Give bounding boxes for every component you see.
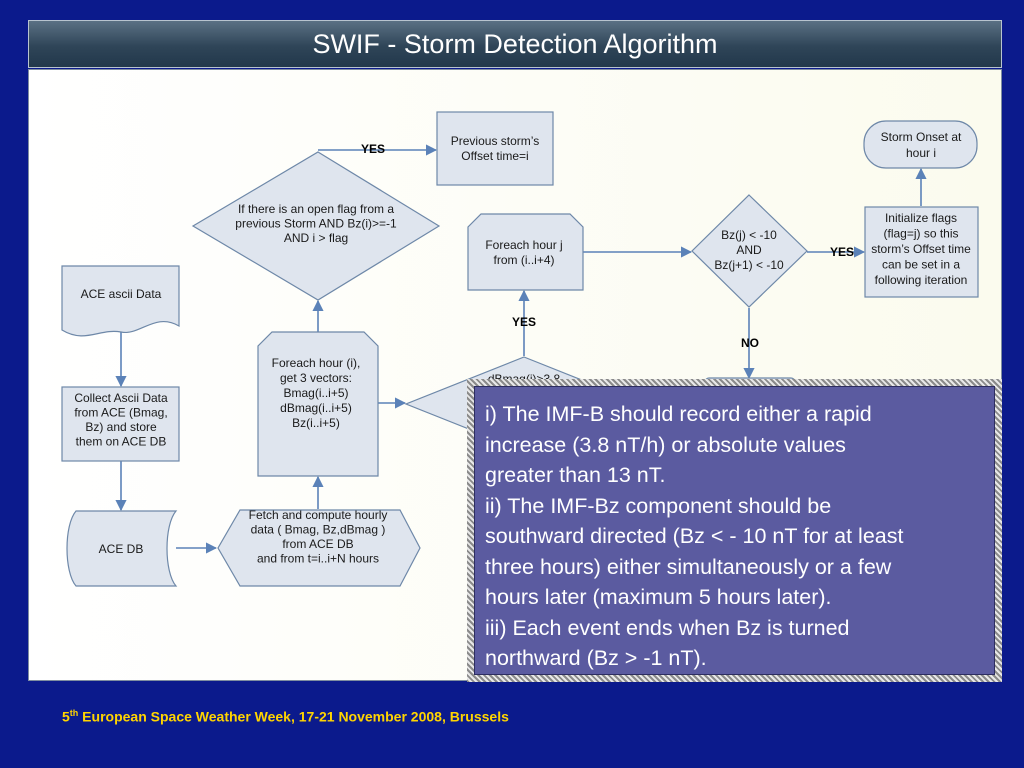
node-fetch-compute xyxy=(217,509,421,587)
node-label-line: Bz(j) < -10 xyxy=(721,228,777,242)
node-label-ace-ascii: ACE ascii Data xyxy=(81,287,162,301)
node-label-line: Initialize flags xyxy=(885,211,957,225)
node-label-line: Bmag(i..i+5) xyxy=(283,386,348,400)
node-label-line: from ACE (Bmag, xyxy=(74,406,167,420)
notes-box: i) The IMF-B should record either a rapi… xyxy=(474,386,995,675)
node-label-line: get 3 vectors: xyxy=(280,371,352,385)
node-label-line: hour i xyxy=(906,146,936,160)
node-label-line: Bz(i..i+5) xyxy=(292,416,340,430)
node-previous-storm xyxy=(436,111,554,186)
node-label-line: Offset time=i xyxy=(461,149,528,163)
footer-superscript: th xyxy=(69,708,79,718)
node-label-line: ACE ascii Data xyxy=(81,287,162,301)
node-label-line: Foreach hour j xyxy=(485,238,562,252)
node-foreach-hour-j xyxy=(467,213,584,291)
node-foreach-hour-i xyxy=(257,331,379,477)
page-title: SWIF - Storm Detection Algorithm xyxy=(312,29,718,59)
node-label-line: them on ACE DB xyxy=(76,435,167,449)
edge-label-no: NO xyxy=(741,336,759,350)
footer-text: European Space Weather Week, 17-21 Novem… xyxy=(78,708,509,725)
node-label-line: previous Storm AND Bz(i)>=-1 xyxy=(235,217,397,231)
node-collect-ascii xyxy=(61,386,180,462)
node-label-line: Collect Ascii Data xyxy=(74,391,168,405)
node-label-line: dBmag(i..i+5) xyxy=(280,401,352,415)
node-label-line: Bz) and store xyxy=(85,420,157,434)
node-label-line: can be set in a xyxy=(882,258,960,272)
node-label-ace-db: ACE DB xyxy=(99,542,144,556)
notes-line: three hours) either simultaneously or a … xyxy=(485,554,892,579)
node-label-line: data ( Bmag, Bz,dBmag ) xyxy=(251,523,386,537)
node-initialize-flags xyxy=(864,206,979,298)
edge-label-yes-right: YES xyxy=(830,245,854,259)
footer: 5th European Space Weather Week, 17-21 N… xyxy=(62,708,509,725)
edge-label-yes-middle: YES xyxy=(512,315,536,329)
node-label-storm-onset: Storm Onset at hour i xyxy=(881,130,962,160)
node-label-line: storm’s Offset time xyxy=(871,242,971,256)
notes-line: greater than 13 nT. xyxy=(485,463,666,487)
node-label-line: Previous storm’s xyxy=(451,134,539,148)
edges xyxy=(115,144,927,554)
node-storm-onset xyxy=(863,120,978,169)
node-label-line: AND xyxy=(736,243,762,257)
notes-line: iii) Each event ends when Bz is turned xyxy=(485,615,850,640)
notes-line: northward (Bz > -1 nT). xyxy=(485,646,707,670)
node-label-line: ACE DB xyxy=(99,542,144,556)
node-label-line: If there is an open flag from a xyxy=(238,202,394,216)
notes-line: ii) The IMF-Bz component should be xyxy=(485,493,832,518)
edge-label-yes-top: YES xyxy=(361,142,385,156)
node-label-line: and from t=i..i+N hours xyxy=(257,552,379,566)
node-bz-decision xyxy=(691,194,808,308)
node-ace-db xyxy=(66,510,178,587)
node-label-line: Bz(j+1) < -10 xyxy=(714,258,784,272)
node-ace-ascii-data xyxy=(61,265,180,337)
notes-line: i) The IMF-B should record either a rapi… xyxy=(485,402,872,426)
node-label-line: (flag=j) so this xyxy=(883,227,958,241)
node-label-line: AND i > flag xyxy=(284,231,348,245)
footer-number: 5 xyxy=(62,708,70,725)
notes-overlay: i) The IMF-B should record either a rapi… xyxy=(467,379,1002,682)
node-label-foreach-i: Foreach hour (i),get 3 vectors:Bmag(i..i… xyxy=(272,356,361,430)
node-label-line: following iteration xyxy=(875,273,968,287)
notes-line: hours later (maximum 5 hours later). xyxy=(485,585,832,609)
title-bar: SWIF - Storm Detection Algorithm xyxy=(28,20,1002,68)
notes-line: increase (3.8 nT/h) or absolute values xyxy=(485,432,846,457)
node-label-line: Fetch and compute hourly xyxy=(249,508,388,522)
node-open-flag-decision xyxy=(191,151,441,301)
notes-line: southward directed (Bz < - 10 nT for at … xyxy=(485,524,904,548)
node-label-line: from ACE DB xyxy=(282,537,353,551)
node-label-line: Foreach hour (i), xyxy=(272,356,361,370)
node-label-line: from (i..i+4) xyxy=(493,253,554,267)
node-label-line: Storm Onset at xyxy=(881,130,962,144)
